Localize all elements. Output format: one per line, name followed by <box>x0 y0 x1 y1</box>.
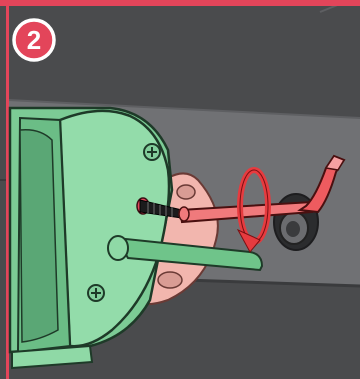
screw-icon <box>144 144 160 160</box>
frame-top-bar <box>0 0 360 6</box>
step-number: 2 <box>27 25 41 55</box>
frame-left-bar <box>6 0 9 379</box>
screw-icon <box>88 285 104 301</box>
step-number-badge: 2 <box>14 20 54 60</box>
